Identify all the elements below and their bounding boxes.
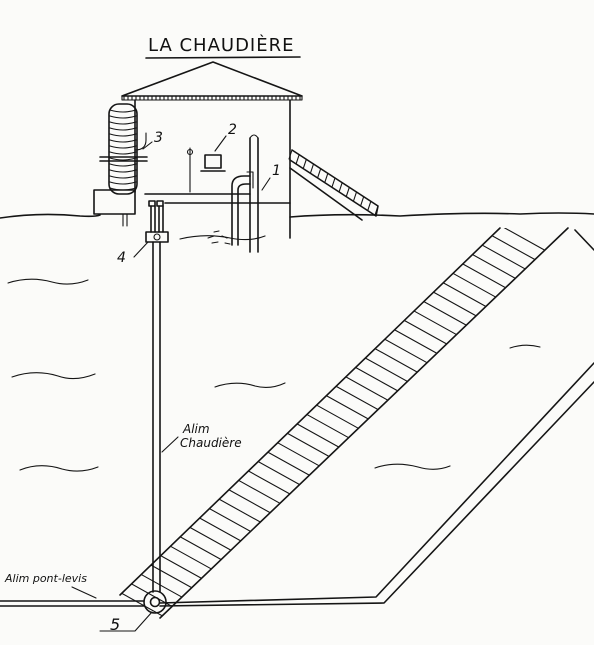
callout-2: 2: [214, 122, 237, 152]
ramp-edge: [574, 229, 594, 251]
trench-outline-lower: [159, 381, 594, 607]
drawbridge-feed-pipe: [0, 600, 145, 607]
title-underline: [145, 56, 301, 59]
house-roof: [121, 61, 303, 97]
coil-body: [108, 103, 138, 195]
boiler-house: [93, 61, 303, 239]
label-alim-chaudiere: Alim Chaudière: [161, 422, 242, 453]
svg-text:2: 2: [228, 122, 237, 138]
overflow-pipe: [207, 134, 259, 253]
svg-text:3: 3: [154, 130, 163, 146]
water-splash: [207, 230, 231, 245]
roof-gutter: [121, 95, 303, 101]
embankment-ramp: [119, 227, 569, 619]
svg-text:4: 4: [117, 250, 126, 266]
valve-handle: [134, 132, 147, 151]
coil-boiler: [99, 103, 148, 195]
coil-rings: [109, 109, 137, 191]
title-text: LA CHAUDIÈRE: [148, 34, 295, 56]
svg-text:1: 1: [272, 163, 281, 179]
pump-wheel: [143, 590, 167, 614]
label-pont-levis: Alim pont-levis: [4, 572, 87, 585]
water-surface: [0, 212, 594, 219]
label-alim: Alim: [182, 422, 210, 436]
callout-3: 3: [142, 130, 163, 150]
staircase: [288, 149, 379, 221]
trench-outline-upper: [159, 362, 594, 604]
valve-block: [145, 231, 169, 243]
diagram-title: LA CHAUDIÈRE: [145, 34, 301, 59]
roof-fringe: [123, 95, 301, 101]
gauge-box: [186, 147, 226, 193]
callout-5: 5: [99, 611, 153, 634]
embankment-hatching: [120, 228, 549, 618]
feed-valve: [145, 200, 169, 243]
boiler-feed-pipe: [152, 241, 161, 593]
callout-1: 1: [261, 163, 281, 191]
label-chaudiere: Chaudière: [180, 436, 242, 450]
water-waves: [7, 235, 541, 472]
label-alim-pont-levis: Alim pont-levis: [4, 572, 97, 599]
callout-4: 4: [117, 241, 149, 266]
svg-text:5: 5: [110, 615, 120, 634]
